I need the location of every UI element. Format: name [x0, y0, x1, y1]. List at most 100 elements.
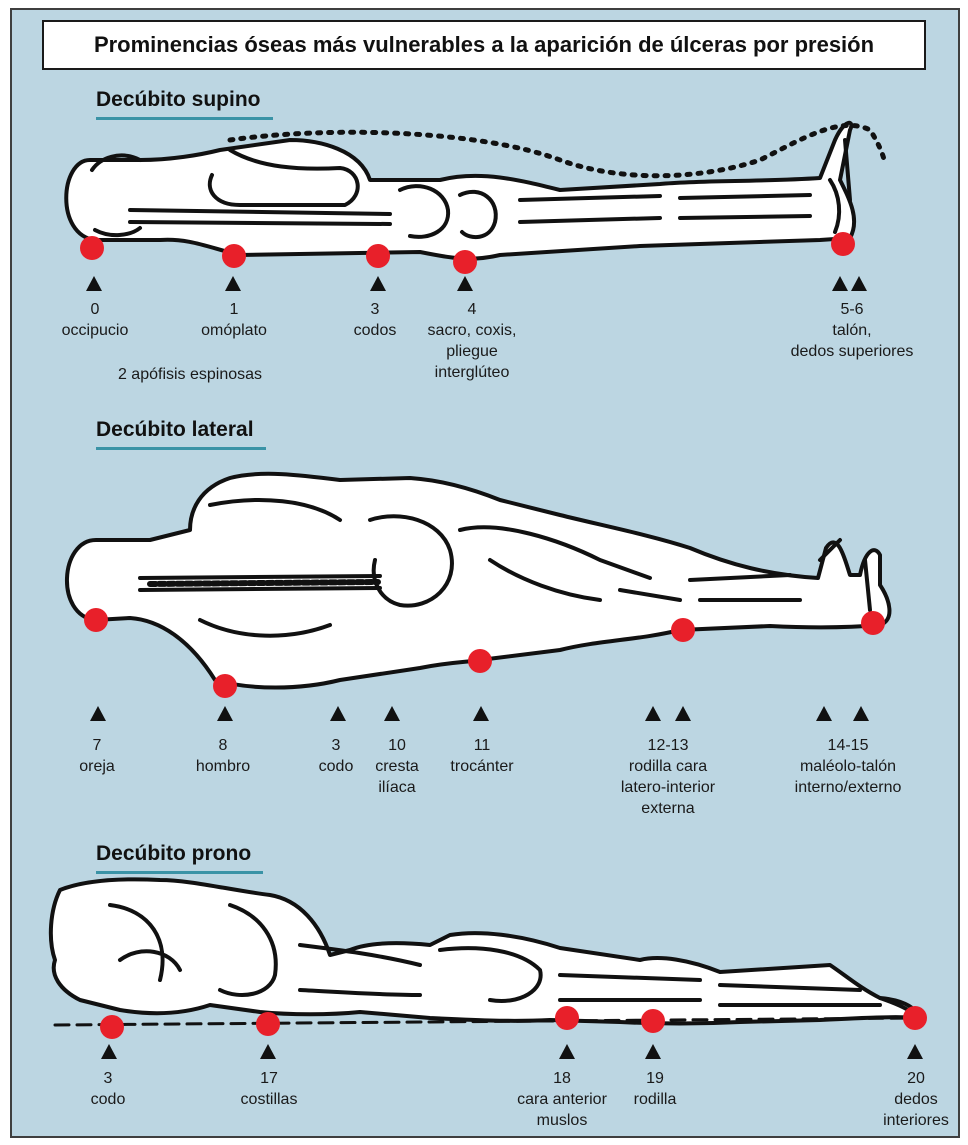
label-dedos-interiores: 20 dedos interiores	[883, 1068, 949, 1131]
pressure-point-dot	[903, 1006, 927, 1030]
label-codo-prono: 3 codo	[91, 1068, 126, 1110]
label-text: oreja	[79, 756, 115, 777]
label-number: 0	[62, 299, 129, 320]
label-number: 4	[428, 299, 517, 320]
pressure-point-dot	[84, 608, 108, 632]
label-line: dedos	[883, 1089, 949, 1110]
arrow-up-icon	[645, 706, 661, 721]
label-codos: 3 codos	[354, 299, 397, 341]
label-number: 3	[91, 1068, 126, 1089]
pressure-point-dot	[256, 1012, 280, 1036]
label-number: 11	[450, 735, 513, 756]
label-number: 1	[201, 299, 267, 320]
arrow-up-icon	[816, 706, 832, 721]
label-line: dedos superiores	[791, 341, 914, 362]
arrow-up-icon	[330, 706, 346, 721]
label-hombro: 8 hombro	[196, 735, 250, 777]
label-number: 5-6	[791, 299, 914, 320]
label-text: costillas	[241, 1089, 298, 1110]
label-text: occipucio	[62, 320, 129, 341]
label-number: 12-13	[621, 735, 715, 756]
label-text: codo	[91, 1089, 126, 1110]
label-line: latero-interior	[621, 777, 715, 798]
pressure-point-dot	[100, 1015, 124, 1039]
label-line: interno/externo	[795, 777, 902, 798]
label-line: pliegue	[428, 341, 517, 362]
pressure-point-dot	[366, 244, 390, 268]
label-number: 10	[375, 735, 419, 756]
label-text: trocánter	[450, 756, 513, 777]
pressure-point-dot	[555, 1006, 579, 1030]
label-line: rodilla cara	[621, 756, 715, 777]
label-line: externa	[621, 798, 715, 819]
label-maleolo: 14-15 maléolo-talón interno/externo	[795, 735, 902, 798]
pressure-point-dot	[80, 236, 104, 260]
label-muslos: 18 cara anterior muslos	[517, 1068, 607, 1131]
arrow-up-icon	[260, 1044, 276, 1059]
label-text: codos	[354, 320, 397, 341]
label-number: 20	[883, 1068, 949, 1089]
label-number: 14-15	[795, 735, 902, 756]
label-trocanter: 11 trocánter	[450, 735, 513, 777]
label-number: 3	[319, 735, 354, 756]
arrow-up-icon	[90, 706, 106, 721]
label-number: 7	[79, 735, 115, 756]
label-line: muslos	[517, 1110, 607, 1131]
label-number: 18	[517, 1068, 607, 1089]
arrow-up-icon	[559, 1044, 575, 1059]
pressure-point-dot	[671, 618, 695, 642]
pressure-point-dot	[213, 674, 237, 698]
pressure-point-dot	[222, 244, 246, 268]
label-line: interiores	[883, 1110, 949, 1131]
pressure-point-dot	[468, 649, 492, 673]
arrow-up-icon	[457, 276, 473, 291]
label-line: cara anterior	[517, 1089, 607, 1110]
arrow-up-icon	[384, 706, 400, 721]
label-number: 8	[196, 735, 250, 756]
label-sacro: 4 sacro, coxis, pliegue interglúteo	[428, 299, 517, 383]
label-occipucio: 0 occipucio	[62, 299, 129, 341]
label-line: sacro, coxis,	[428, 320, 517, 341]
arrow-up-icon	[832, 276, 848, 291]
label-codo-lateral: 3 codo	[319, 735, 354, 777]
label-number: 17	[241, 1068, 298, 1089]
label-talon: 5-6 talón, dedos superiores	[791, 299, 914, 362]
arrow-up-icon	[225, 276, 241, 291]
label-number: 3	[354, 299, 397, 320]
arrow-up-icon	[645, 1044, 661, 1059]
prone-body	[51, 879, 916, 1025]
label-apofisis: 2 apófisis espinosas	[118, 364, 262, 385]
pressure-point-dot	[641, 1009, 665, 1033]
arrow-up-icon	[851, 276, 867, 291]
arrow-up-icon	[473, 706, 489, 721]
label-line: maléolo-talón	[795, 756, 902, 777]
label-omoplato: 1 omóplato	[201, 299, 267, 341]
label-line: talón,	[791, 320, 914, 341]
supine-body	[66, 123, 885, 259]
label-text: omóplato	[201, 320, 267, 341]
arrow-up-icon	[853, 706, 869, 721]
label-rodilla-prono: 19 rodilla	[634, 1068, 677, 1110]
arrow-up-icon	[675, 706, 691, 721]
arrow-up-icon	[101, 1044, 117, 1059]
label-oreja: 7 oreja	[79, 735, 115, 777]
label-rodilla-lateral: 12-13 rodilla cara latero-interior exter…	[621, 735, 715, 819]
label-number: 19	[634, 1068, 677, 1089]
label-text: codo	[319, 756, 354, 777]
arrow-up-icon	[86, 276, 102, 291]
label-line: interglúteo	[428, 362, 517, 383]
arrow-up-icon	[217, 706, 233, 721]
label-text: rodilla	[634, 1089, 677, 1110]
arrow-up-icon	[370, 276, 386, 291]
label-line: cresta	[375, 756, 419, 777]
label-text: hombro	[196, 756, 250, 777]
label-text: 2 apófisis espinosas	[118, 364, 262, 385]
pressure-point-dot	[861, 611, 885, 635]
label-cresta: 10 cresta ilíaca	[375, 735, 419, 798]
pressure-point-dot	[453, 250, 477, 274]
label-line: ilíaca	[375, 777, 419, 798]
pressure-point-dot	[831, 232, 855, 256]
label-costillas: 17 costillas	[241, 1068, 298, 1110]
arrow-up-icon	[907, 1044, 923, 1059]
